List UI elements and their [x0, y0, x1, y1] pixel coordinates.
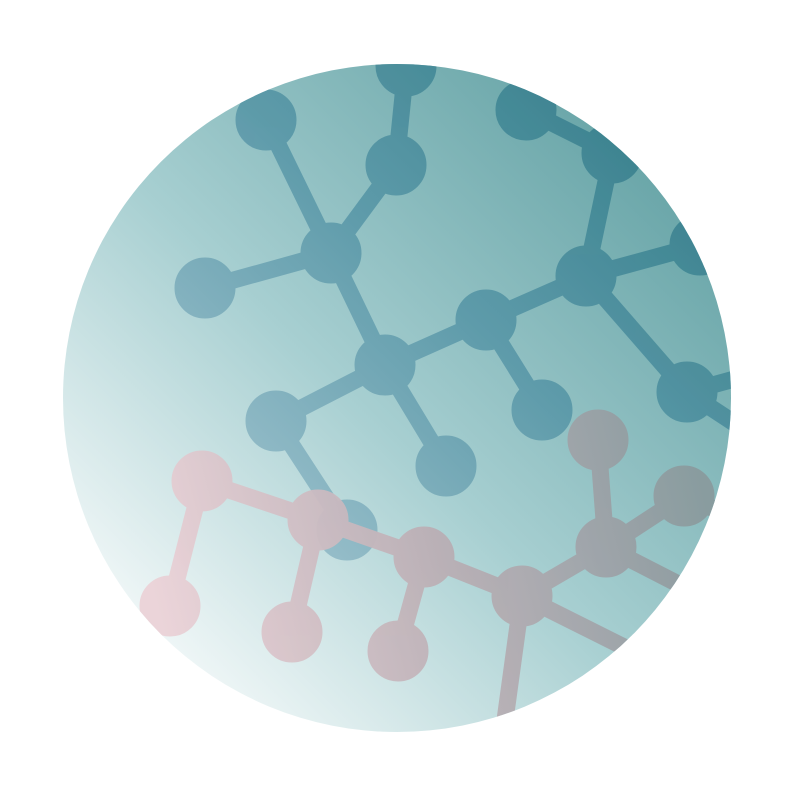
node: [455, 289, 517, 351]
node: [367, 620, 429, 682]
node: [511, 379, 573, 441]
node: [287, 489, 349, 551]
pink-network: [139, 409, 731, 729]
node: [581, 122, 643, 184]
node: [300, 222, 362, 284]
node: [495, 79, 557, 141]
node: [491, 565, 553, 627]
node: [555, 245, 617, 307]
node: [575, 516, 637, 578]
node: [393, 526, 455, 588]
node: [261, 601, 323, 663]
node: [354, 334, 416, 396]
node: [139, 575, 201, 637]
node: [656, 361, 718, 423]
node: [245, 390, 307, 452]
node: [415, 435, 477, 497]
node: [669, 214, 731, 276]
node: [235, 89, 297, 151]
node: [375, 64, 437, 97]
node: [653, 465, 715, 527]
node: [567, 409, 629, 471]
node: [174, 257, 236, 319]
node: [365, 134, 427, 196]
node: [171, 450, 233, 512]
